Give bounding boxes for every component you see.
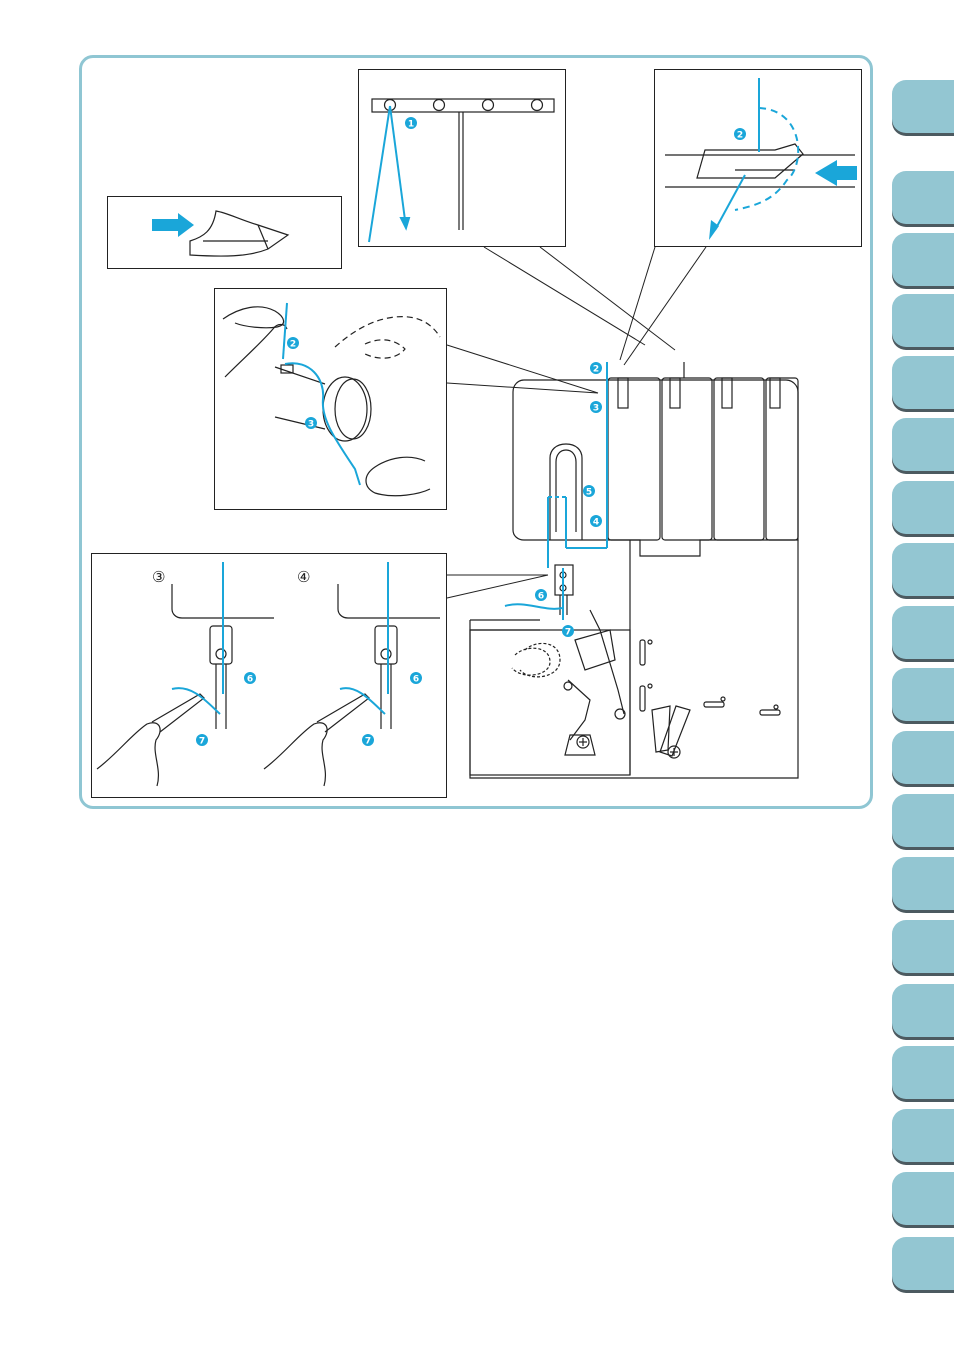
chapter-tab[interactable] — [892, 294, 954, 347]
chapter-tab[interactable] — [892, 171, 954, 224]
svg-text:2: 2 — [593, 365, 599, 375]
chapter-tab[interactable] — [892, 233, 954, 286]
svg-text:3: 3 — [593, 404, 599, 414]
chapter-tab[interactable] — [892, 418, 954, 471]
chapter-tab[interactable] — [892, 668, 954, 721]
chapter-tab[interactable] — [892, 1046, 954, 1099]
chapter-tab[interactable] — [892, 1109, 954, 1162]
chapter-tab[interactable] — [892, 80, 954, 133]
chapter-tab[interactable] — [892, 606, 954, 659]
svg-text:6: 6 — [538, 592, 544, 602]
chapter-tab[interactable] — [892, 857, 954, 910]
svg-text:7: 7 — [565, 628, 571, 638]
chapter-tab[interactable] — [892, 1172, 954, 1225]
chapter-tab[interactable] — [892, 920, 954, 973]
main-step-badges: 2 3 5 4 6 7 — [535, 362, 602, 638]
chapter-tab[interactable] — [892, 984, 954, 1037]
chapter-tab[interactable] — [892, 794, 954, 847]
chapter-tab[interactable] — [892, 481, 954, 534]
chapter-tab[interactable] — [892, 731, 954, 784]
svg-text:5: 5 — [586, 488, 592, 498]
chapter-tab[interactable] — [892, 1237, 954, 1290]
svg-text:4: 4 — [593, 518, 599, 528]
chapter-tab[interactable] — [892, 543, 954, 596]
chapter-tab[interactable] — [892, 356, 954, 409]
